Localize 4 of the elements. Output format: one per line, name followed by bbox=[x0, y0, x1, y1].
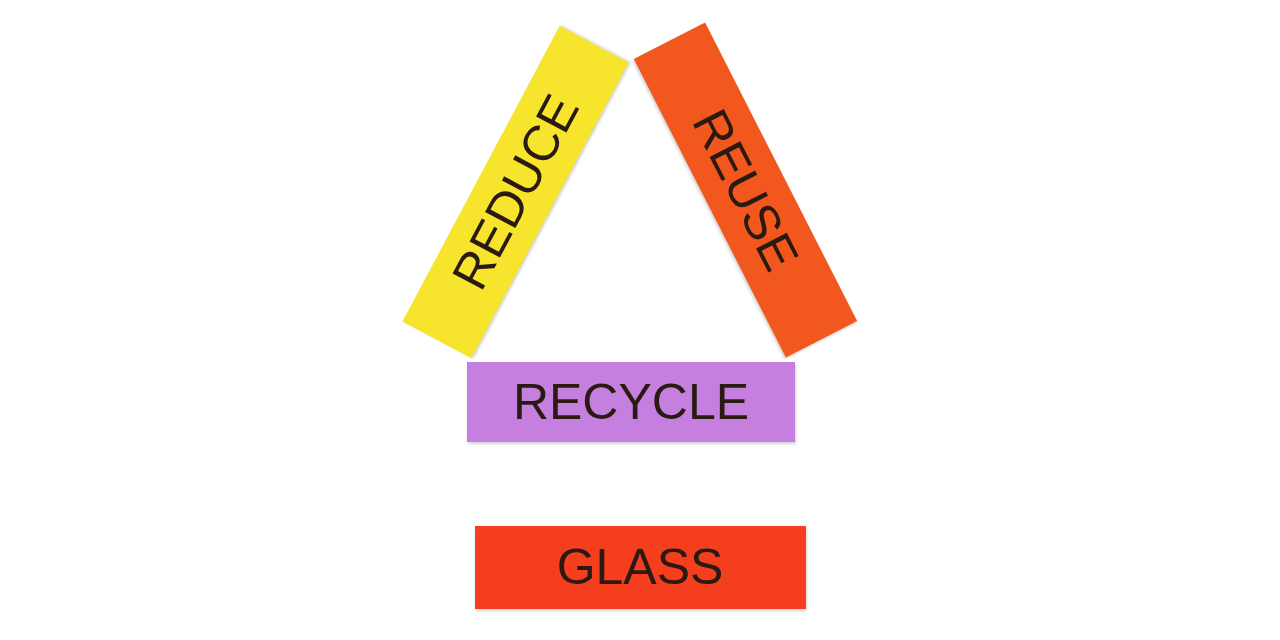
paper-strip bbox=[467, 362, 795, 442]
paper-strip bbox=[474, 525, 806, 609]
strip-label: GLASS bbox=[556, 542, 724, 592]
strip-label: RECYCLE bbox=[512, 377, 750, 427]
